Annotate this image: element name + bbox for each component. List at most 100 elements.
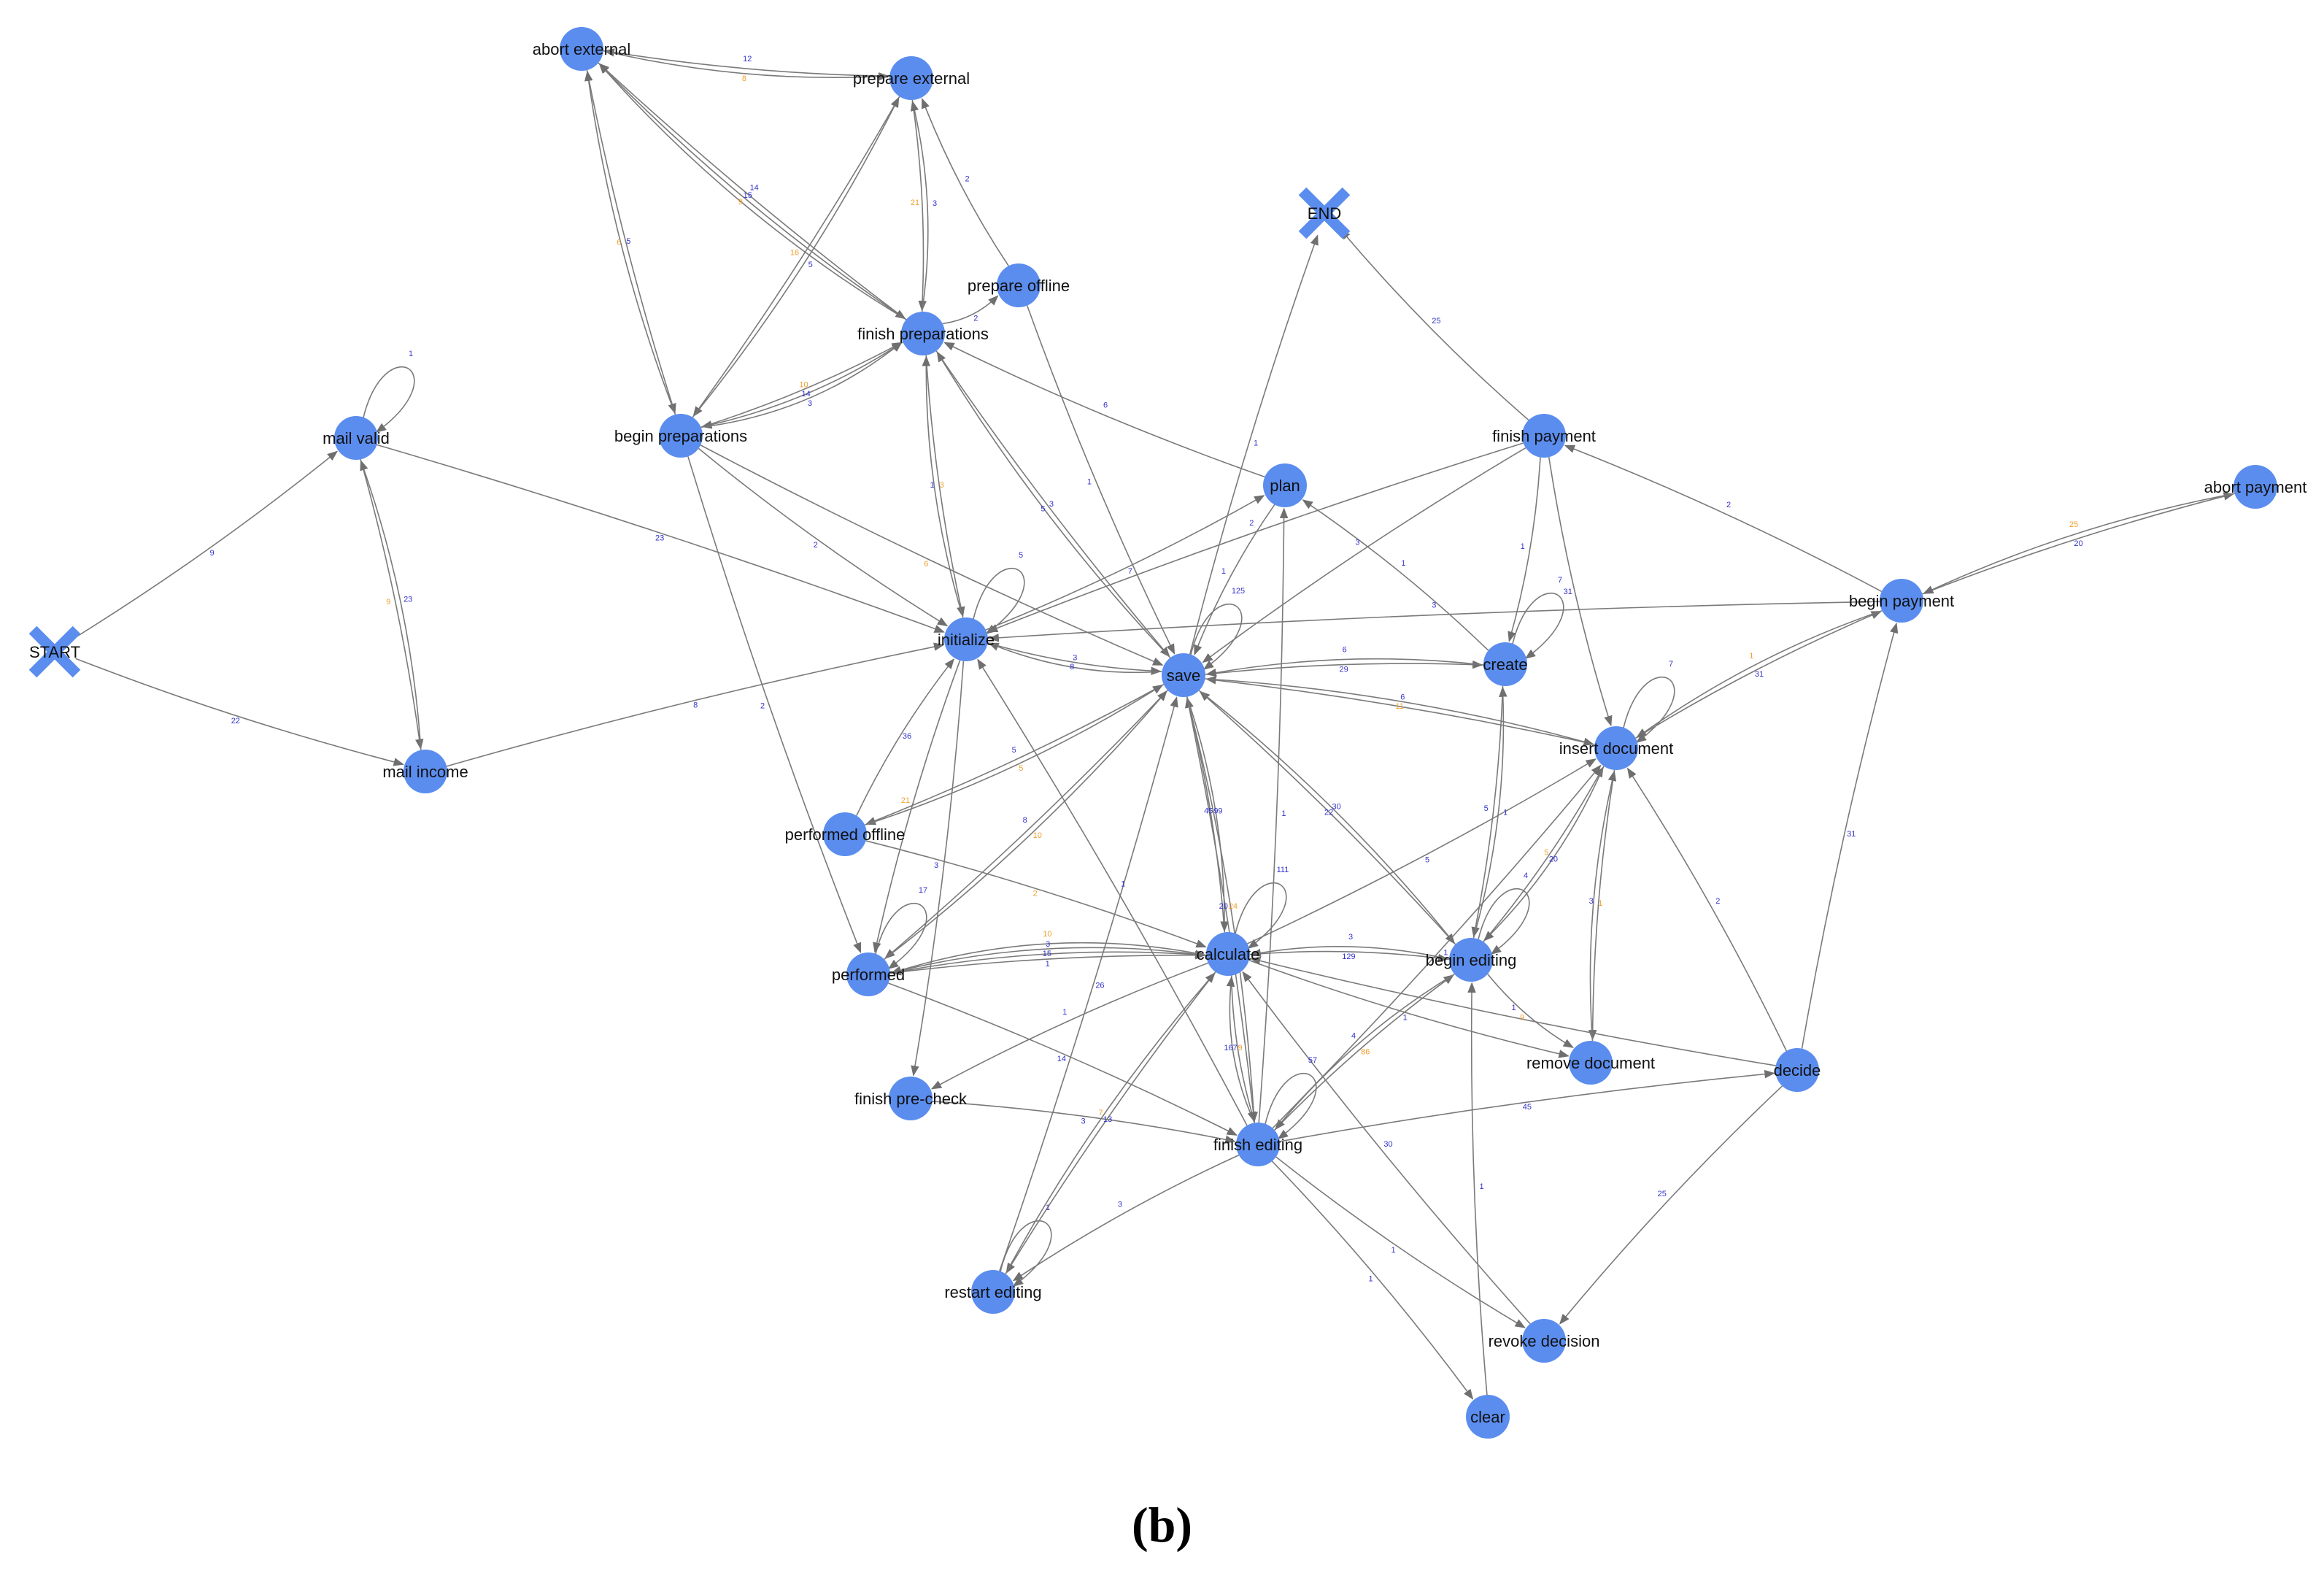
edge-label: 111 — [1277, 866, 1289, 874]
edge-label: 8 — [742, 74, 746, 83]
node-label: prepare external — [853, 69, 970, 88]
edge-performed-to-performed — [875, 902, 927, 969]
node-decide: decide — [1774, 1048, 1821, 1092]
node-label: prepare offline — [968, 277, 1070, 295]
edge-label: 5 — [1484, 804, 1489, 813]
edge-insert_document-to-remove_document — [1588, 769, 1615, 1041]
edge-calculate-to-calculate — [1235, 882, 1287, 949]
edge-label: 1 — [1046, 960, 1050, 969]
node-label: abort payment — [2204, 478, 2307, 496]
edge-label: 1 — [1521, 542, 1525, 551]
edge-label: 1 — [1221, 567, 1226, 576]
edges-layer — [72, 48, 2235, 1400]
edge-initialize-to-plan — [985, 495, 1265, 631]
edge-label: 21 — [901, 796, 910, 805]
edge-label: 9 — [386, 598, 390, 607]
edge-label: 2 — [973, 315, 978, 323]
node-abort-external: abort external — [533, 27, 630, 71]
edge-finish_editing-to-restart_editing — [1012, 1154, 1240, 1282]
edge-performed_offline-to-calculate — [865, 840, 1207, 948]
edge-label: 14 — [750, 183, 759, 192]
edge-mail_valid-to-mail_valid — [363, 366, 415, 433]
node-label: calculate — [1197, 945, 1260, 963]
node-circle — [901, 312, 945, 355]
edge-begin_payment-to-initialize — [988, 601, 1880, 642]
edge-calculate-to-performed — [890, 951, 1207, 976]
node-label: START — [29, 643, 80, 661]
edge-label: 14 — [1057, 1055, 1066, 1063]
node-label: begin editing — [1426, 951, 1517, 969]
edge-initialize-to-initialize — [973, 567, 1025, 634]
edge-mail_income-to-initialize — [446, 642, 945, 767]
edge-label: 99 — [1213, 807, 1222, 815]
edge-label: 9 — [738, 198, 743, 207]
edge-plan-to-finish_preparations — [943, 342, 1265, 478]
edge-remove_document-to-insert_document — [1589, 770, 1617, 1042]
edge-calculate-to-finish_pre_check — [930, 962, 1208, 1090]
node-circle — [334, 416, 378, 460]
edge-label: 15 — [744, 191, 752, 200]
edge-finish_editing-to-calculate — [1226, 976, 1256, 1123]
node-circle — [1206, 932, 1250, 976]
edge-calculate-to-restart_editing — [1005, 971, 1216, 1274]
node-label: finish payment — [1492, 427, 1596, 445]
node-label: finish preparations — [857, 325, 989, 343]
edge-label: 31 — [1755, 670, 1764, 679]
node-finish-editing: finish editing — [1213, 1123, 1302, 1166]
node-performed-offline: performed offline — [785, 812, 905, 856]
edge-label: 31 — [1847, 830, 1856, 839]
edge-plan-to-save — [1194, 504, 1275, 656]
edge-label: 1 — [1369, 1275, 1373, 1284]
node-label: insert document — [1559, 739, 1674, 758]
edge-label: 1 — [1254, 439, 1258, 447]
edge-label: 1 — [1512, 1004, 1516, 1012]
edge-label: 3 — [1355, 538, 1359, 547]
edge-abort_payment-to-begin_payment — [1923, 493, 2235, 594]
edge-label: 1 — [930, 481, 934, 490]
edge-label: 5 — [1019, 551, 1023, 560]
edge-label: 3 — [1589, 897, 1594, 906]
edge-label: 26 — [1095, 981, 1104, 990]
node-label: finish pre-check — [854, 1090, 968, 1108]
edge-label: 45 — [1204, 807, 1213, 815]
edge-restart_editing-to-calculate — [1005, 972, 1216, 1274]
edge-begin_payment-to-insert_document — [1636, 610, 1883, 739]
edge-prepare_offline-to-prepare_external — [921, 98, 1009, 266]
edge-insert_document-to-begin_payment — [1635, 610, 1882, 739]
edge-finish_payment-to-insert_document — [1548, 457, 1613, 727]
edge-label: 1 — [1121, 880, 1125, 888]
edge-label: 2 — [1715, 897, 1720, 906]
edge-create-to-plan — [1302, 499, 1489, 651]
edge-finish_payment-to-initialize — [987, 442, 1524, 633]
edge-begin_payment-to-finish_payment — [1564, 444, 1883, 593]
node-label: begin payment — [1849, 592, 1954, 610]
edge-label: 13 — [1103, 1115, 1112, 1124]
edge-label: 25 — [1432, 317, 1440, 326]
node-circle — [997, 263, 1041, 307]
node-begin-payment: begin payment — [1849, 579, 1954, 623]
edge-finish_payment-to-END — [1340, 228, 1529, 421]
edge-label: 5 — [1019, 764, 1023, 773]
edge-label: 22 — [231, 717, 240, 726]
edge-label: 2 — [1726, 501, 1731, 509]
edge-finish_pre_check-to-finish_editing — [932, 1101, 1236, 1144]
edge-label: 5 — [808, 261, 813, 269]
edge-finish_preparations-to-prepare_offline — [942, 295, 999, 325]
edge-begin_preparations-to-save — [700, 444, 1164, 666]
edge-label: 16 — [790, 249, 799, 258]
edge-save-to-create — [1205, 660, 1483, 675]
edge-begin_editing-to-insert_document — [1483, 766, 1604, 942]
edge-save-to-insert_document — [1205, 678, 1594, 746]
edge-label: 1 — [1443, 949, 1448, 958]
edge-label: 1 — [1598, 899, 1602, 908]
node-finish-preparations: finish preparations — [857, 312, 989, 355]
edge-prepare_external-to-begin_preparations — [692, 96, 900, 417]
node-circle — [659, 414, 703, 458]
edge-label: 9 — [1520, 1014, 1524, 1023]
edge-label: 3 — [1046, 940, 1050, 949]
node-initialize: initialize — [938, 617, 995, 661]
node-plan: plan — [1263, 463, 1307, 507]
edge-decide-to-begin_payment — [1801, 622, 1899, 1049]
edge-label: 20 — [2074, 539, 2082, 548]
